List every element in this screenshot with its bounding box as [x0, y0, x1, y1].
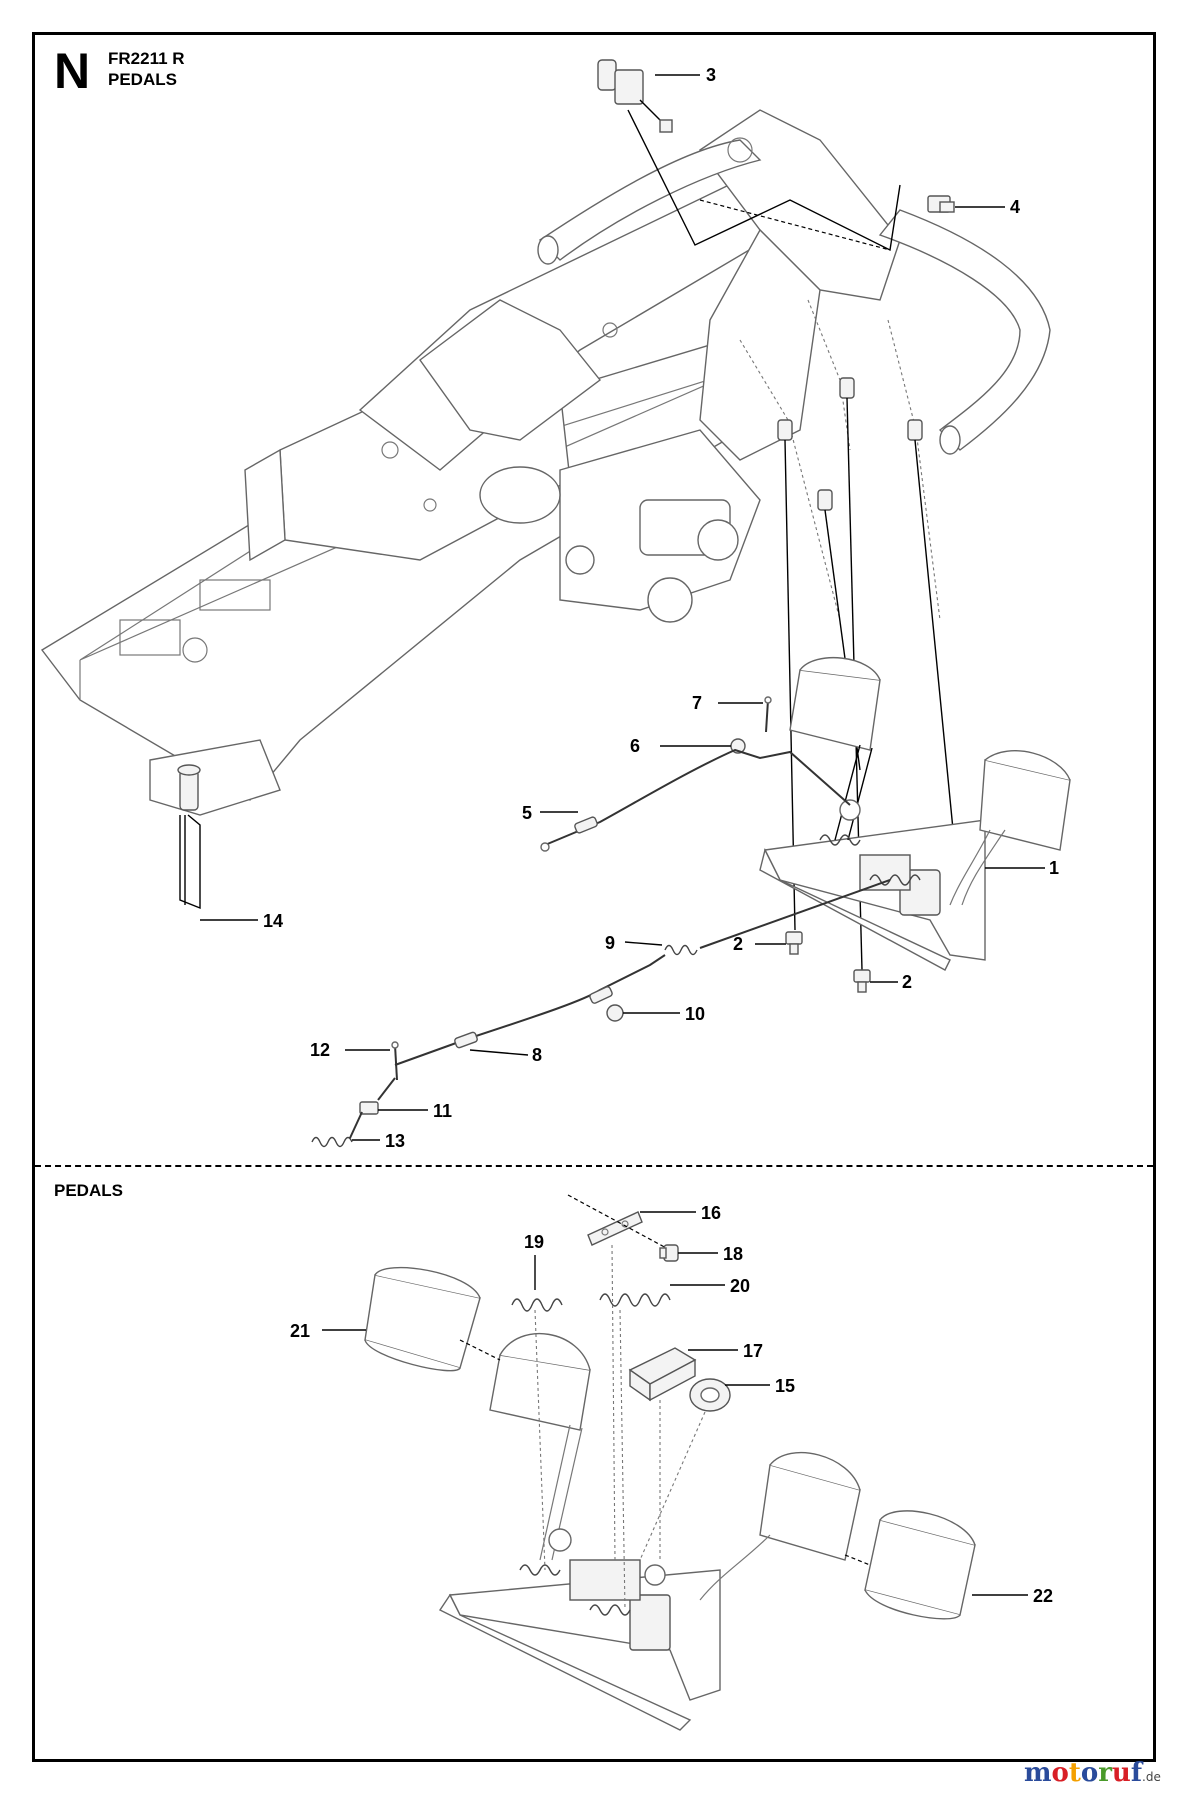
callout-15: 15 — [775, 1376, 795, 1396]
part-13-spring — [311, 1136, 353, 1148]
part-21-pedal-sleeve — [364, 1266, 481, 1372]
page-title: PEDALS — [108, 70, 177, 89]
callout-7: 7 — [692, 693, 702, 713]
lower-pedal-assembly — [438, 1332, 861, 1731]
part-18-pin — [659, 1244, 679, 1262]
part-5-cable — [540, 748, 851, 852]
callout-8: 8 — [532, 1045, 542, 1065]
model-number: FR2211 R — [108, 49, 185, 68]
brand-letter: f — [1130, 1758, 1143, 1788]
brand-letter: o — [1051, 1758, 1069, 1788]
part-9-spring — [664, 944, 698, 956]
brand-letter: m — [1024, 1758, 1052, 1788]
part-14-rod — [179, 814, 201, 910]
part-3-switch — [597, 59, 700, 133]
part-2-bolt-right — [853, 969, 871, 993]
callout-12: 12 — [310, 1040, 330, 1060]
callout-19: 19 — [524, 1232, 544, 1252]
callout-16: 16 — [701, 1203, 721, 1223]
pedal-bushings — [777, 377, 923, 511]
part-22-pedal-sleeve — [864, 1510, 976, 1620]
callout-5: 5 — [522, 803, 532, 823]
callout-18: 18 — [723, 1244, 743, 1264]
callout-22: 22 — [1033, 1586, 1053, 1606]
part-15-bushing — [689, 1378, 731, 1412]
part-12-pin — [391, 1041, 399, 1081]
callout-21: 21 — [290, 1321, 310, 1341]
callout-13: 13 — [385, 1131, 405, 1151]
brand-suffix: .de — [1142, 1770, 1161, 1784]
callout-2-left: 2 — [733, 934, 743, 954]
part-20-spring — [599, 1293, 671, 1307]
callout-3: 3 — [706, 65, 716, 85]
part-16-plate — [587, 1211, 643, 1246]
part-4-bolt — [927, 195, 1005, 213]
subassembly-title: PEDALS — [54, 1181, 123, 1200]
part-8-cable — [394, 954, 666, 1066]
part-11-clamp — [359, 1101, 379, 1115]
callout-17: 17 — [743, 1341, 763, 1361]
brand-letter: r — [1098, 1758, 1112, 1788]
callout-11: 11 — [433, 1101, 452, 1121]
chassis-frame — [40, 109, 1051, 816]
part-17-block — [628, 1347, 697, 1402]
callout-2-right: 2 — [902, 972, 912, 992]
callout-6: 6 — [630, 736, 640, 756]
callout-1: 1 — [1049, 858, 1059, 878]
brand-letter: u — [1111, 1758, 1131, 1788]
brand-name: motoruf — [1024, 1758, 1142, 1788]
callout-9: 9 — [605, 933, 615, 953]
brand-watermark: motoruf.de — [1024, 1760, 1161, 1786]
part-7-pin — [764, 696, 772, 733]
callout-4: 4 — [1010, 197, 1020, 217]
part-19-spring — [511, 1298, 563, 1312]
callout-20: 20 — [730, 1276, 750, 1296]
drawing-frame — [32, 32, 1156, 1762]
leader-3-dash — [627, 109, 901, 252]
callout-14: 14 — [263, 911, 283, 931]
part-2-bolt-left — [785, 931, 803, 955]
callout-10: 10 — [685, 1004, 705, 1024]
section-letter: N — [54, 43, 91, 99]
brand-letter: t — [1068, 1758, 1081, 1788]
part-1-pedal-assembly — [759, 657, 1071, 971]
part-10-nut — [606, 1004, 624, 1022]
brand-letter: o — [1080, 1758, 1099, 1788]
section-divider — [35, 1165, 1153, 1167]
part-9-link — [699, 879, 891, 949]
